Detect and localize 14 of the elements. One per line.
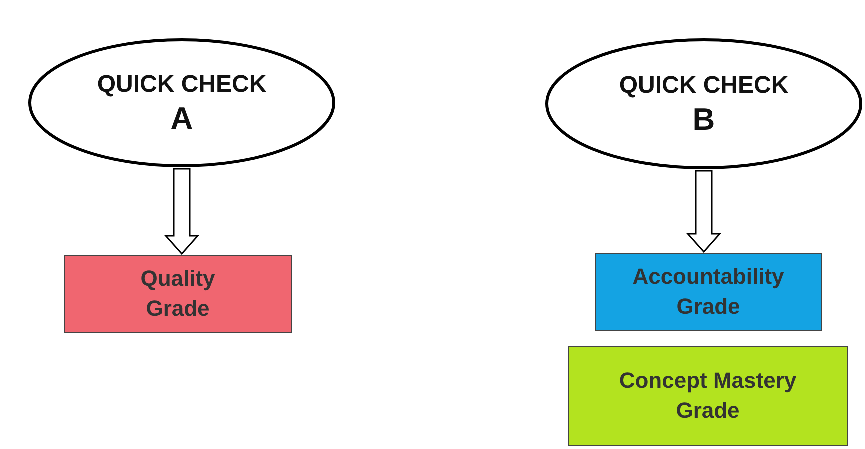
node-label: QUICK CHECK bbox=[619, 71, 789, 101]
node-label: QUICK CHECK bbox=[97, 70, 267, 100]
node-label: Quality Grade bbox=[140, 265, 216, 323]
node-label: Concept Mastery Grade bbox=[618, 367, 798, 425]
ellipse-node bbox=[28, 38, 336, 168]
process-box bbox=[595, 253, 822, 331]
block-arrow bbox=[686, 170, 722, 254]
node-label: B bbox=[692, 102, 716, 138]
ellipse-node bbox=[545, 38, 863, 170]
process-box bbox=[64, 255, 292, 333]
process-box bbox=[568, 346, 848, 446]
node-label: A bbox=[170, 101, 194, 137]
node-label: Accountability Grade bbox=[632, 263, 786, 321]
block-arrow bbox=[164, 168, 200, 256]
